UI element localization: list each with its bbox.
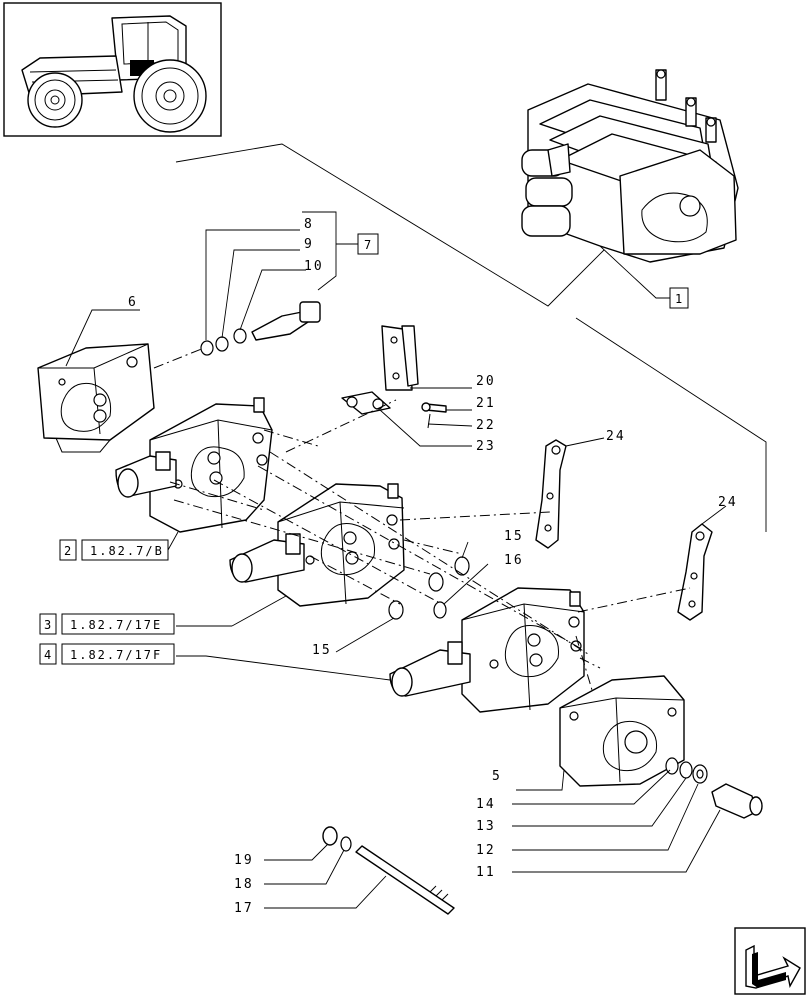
bracket-part-20 [381, 325, 419, 391]
reference-2[interactable]: 2 1.82.7/B [59, 539, 169, 561]
valve-bank-assembly [521, 69, 739, 263]
label-24a: 24 [606, 429, 626, 444]
svg-text:3: 3 [44, 618, 51, 632]
seal-part-14 [665, 757, 679, 775]
label-1: 1 [675, 292, 682, 306]
label-23: 23 [476, 439, 496, 454]
label-12: 12 [476, 843, 496, 858]
label-7: 7 [364, 238, 371, 252]
seal-part-15b [428, 572, 444, 592]
label-15b: 15 [312, 643, 332, 658]
label-20: 20 [476, 374, 496, 389]
svg-text:2: 2 [64, 544, 71, 558]
svg-text:1.82.7/17E: 1.82.7/17E [70, 618, 162, 632]
label-18: 18 [234, 877, 254, 892]
lever-part-24a [535, 439, 567, 549]
valve-section-3 [229, 483, 405, 607]
label-21: 21 [476, 396, 496, 411]
label-24b: 24 [718, 495, 738, 510]
reference-3[interactable]: 3 1.82.7/17E [39, 613, 175, 635]
valve-section-4 [389, 587, 585, 713]
label-5: 5 [492, 769, 500, 784]
svg-text:4: 4 [44, 648, 51, 662]
svg-text:1.82.7/B: 1.82.7/B [90, 544, 164, 558]
label-10: 10 [304, 259, 324, 274]
label-22: 22 [476, 418, 496, 433]
ref-box-7[interactable] [357, 233, 379, 255]
tie-rod-part-17 [355, 845, 455, 915]
seal-part-16 [433, 601, 447, 619]
label-16: 16 [504, 553, 524, 568]
label-11: 11 [476, 865, 496, 880]
ref-box-1[interactable] [669, 287, 689, 309]
seal-part-15c [388, 600, 404, 620]
pin-part-21 [421, 402, 447, 413]
end-cover-part-5 [559, 675, 685, 787]
seal-part-15a [454, 556, 470, 576]
label-6: 6 [128, 295, 136, 310]
label-19: 19 [234, 853, 254, 868]
lever-part-24b [677, 523, 713, 621]
label-9: 9 [304, 237, 312, 252]
label-15a: 15 [504, 529, 524, 544]
fitting-group-7 [200, 301, 321, 356]
svg-text:1.82.7/17F: 1.82.7/17F [70, 648, 162, 662]
page-turn-arrow-icon[interactable] [734, 927, 806, 995]
reference-4[interactable]: 4 1.82.7/17F [39, 643, 175, 665]
link-part-23 [341, 391, 391, 415]
valve-section-2 [115, 397, 273, 533]
seal-part-13 [679, 761, 693, 779]
nut-part-19 [322, 826, 338, 846]
tractor-locator-icon[interactable] [3, 2, 222, 137]
label-13: 13 [476, 819, 496, 834]
washer-part-18 [340, 836, 352, 852]
label-17: 17 [234, 901, 254, 916]
label-8: 8 [304, 217, 312, 232]
plug-part-11 [711, 783, 763, 819]
label-14: 14 [476, 797, 496, 812]
end-cover-part-6 [37, 343, 155, 453]
